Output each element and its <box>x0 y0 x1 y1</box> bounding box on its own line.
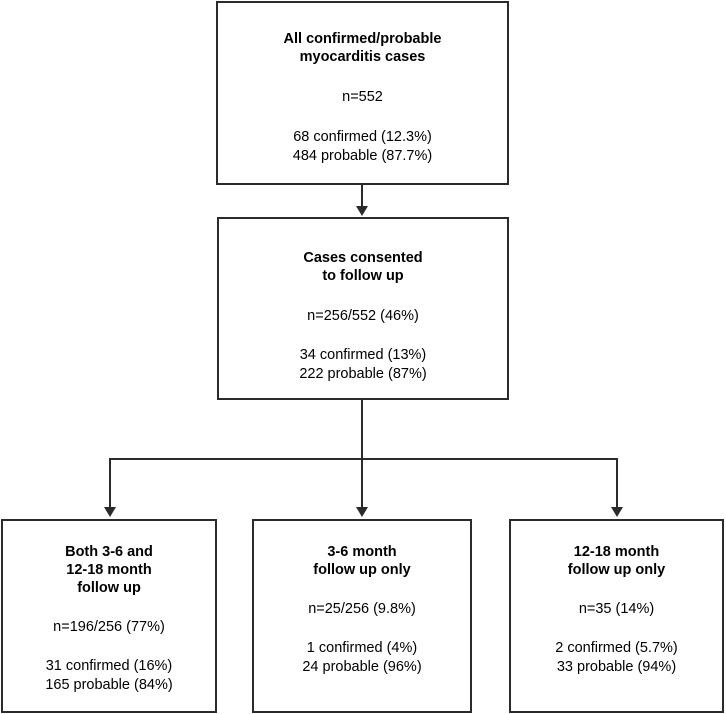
connector-consented-to-12to18-arrowhead-icon <box>611 507 623 517</box>
node-both-visits-count: n=196/256 (77%) <box>53 619 165 635</box>
node-12to18-month-only: 12-18 month follow up only n=35 (14%) 2 … <box>509 519 724 713</box>
node-3to6-month-only: 3-6 month follow up only n=25/256 (9.8%)… <box>252 519 472 713</box>
node-all-cases: All confirmed/probable myocarditis cases… <box>216 1 509 185</box>
connector-consented-to-both-line <box>109 458 111 509</box>
connector-all-cases-to-consented-line <box>361 185 363 208</box>
node-3to6-month-only-breakdown: 1 confirmed (4%) 24 probable (96%) <box>302 640 422 675</box>
connector-consented-to-12to18-line <box>616 458 618 509</box>
node-3to6-month-only-title: 3-6 month follow up only <box>313 544 411 578</box>
connector-consented-to-both-arrowhead-icon <box>104 507 116 517</box>
node-all-cases-title: All confirmed/probable myocarditis cases <box>283 31 442 65</box>
connector-consented-to-3to6-line <box>361 458 363 509</box>
node-cases-consented-count: n=256/552 (46%) <box>307 308 419 324</box>
node-cases-consented-breakdown: 34 confirmed (13%) 222 probable (87%) <box>299 347 427 382</box>
node-both-visits-title: Both 3-6 and 12-18 month follow up <box>65 544 153 596</box>
node-12to18-month-only-title: 12-18 month follow up only <box>567 544 666 578</box>
node-12to18-month-only-count: n=35 (14%) <box>578 601 655 617</box>
node-3to6-month-only-count: n=25/256 (9.8%) <box>308 601 416 617</box>
node-all-cases-breakdown: 68 confirmed (12.3%) 484 probable (87.7%… <box>292 129 433 164</box>
node-all-cases-count: n=552 <box>342 89 383 105</box>
node-both-visits: Both 3-6 and 12-18 month follow up n=196… <box>1 519 217 713</box>
node-both-visits-breakdown: 31 confirmed (16%) 165 probable (84%) <box>45 658 173 693</box>
connector-consented-stem <box>361 400 363 460</box>
node-cases-consented-title: Cases consented to follow up <box>303 250 423 284</box>
connector-all-cases-to-consented-arrowhead-icon <box>356 206 368 216</box>
node-12to18-month-only-breakdown: 2 confirmed (5.7%) 33 probable (94%) <box>555 640 678 675</box>
connector-branch-bar <box>109 458 618 460</box>
connector-consented-to-3to6-arrowhead-icon <box>356 507 368 517</box>
node-cases-consented: Cases consented to follow up n=256/552 (… <box>217 217 509 400</box>
